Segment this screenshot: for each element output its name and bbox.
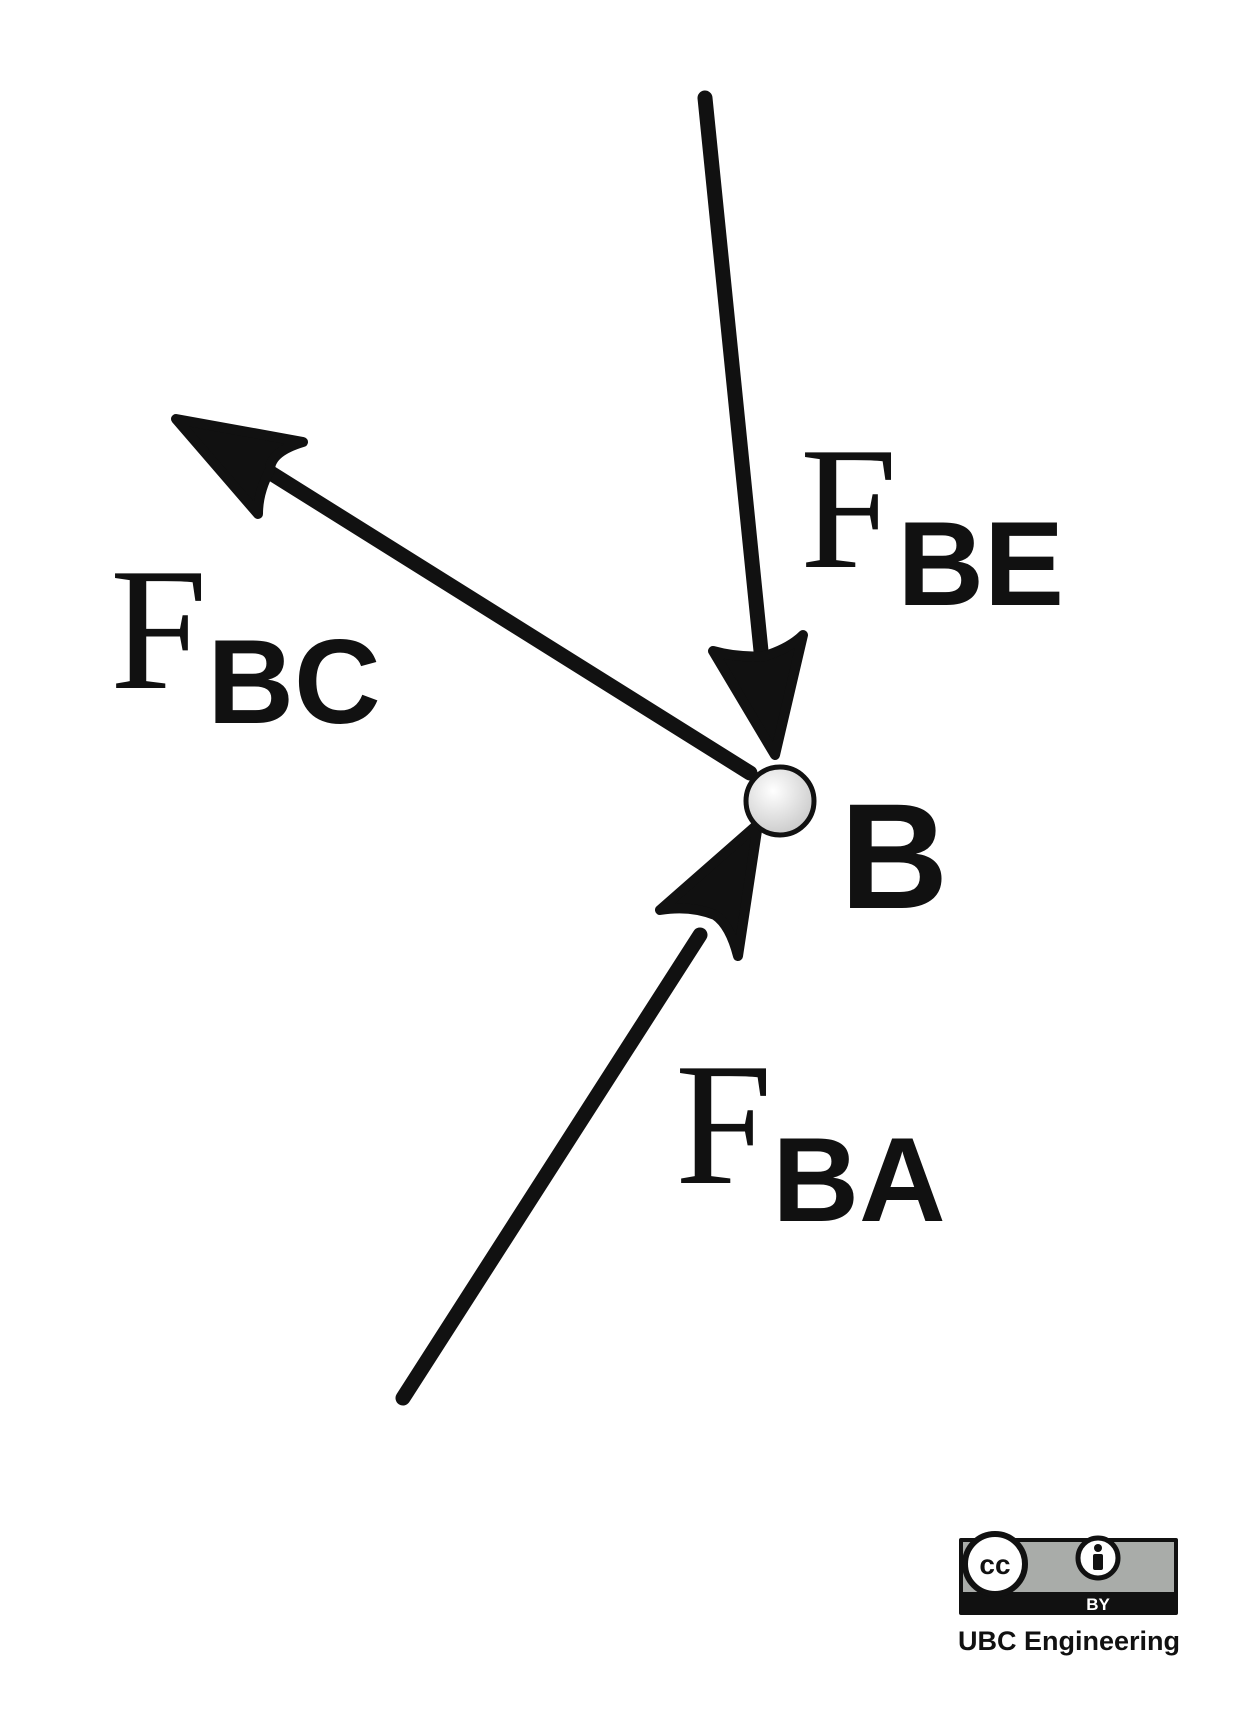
force-be-shaft <box>697 90 776 728</box>
credit-text: UBC Engineering <box>958 1626 1180 1656</box>
force-bc-arrowhead <box>171 414 308 519</box>
force-be-arrow <box>697 90 808 760</box>
force-ba-arrowhead <box>655 819 763 961</box>
cc-icon-text: cc <box>979 1549 1010 1580</box>
force-ba-symbol: F <box>675 1027 772 1221</box>
force-ba-arrow <box>395 819 763 1406</box>
joint-b-label: B <box>840 772 948 940</box>
force-be-symbol: F <box>800 411 897 605</box>
force-ba-shaft <box>395 927 708 1406</box>
force-bc-arrow <box>171 414 758 781</box>
cc-icon <box>962 1531 1028 1597</box>
force-be-arrowhead <box>708 630 808 760</box>
cc-by-badge: cc BY <box>959 1531 1178 1615</box>
joint-b-node <box>743 764 817 838</box>
force-be-subscript: BE <box>897 497 1064 631</box>
attribution-icon <box>1075 1535 1121 1581</box>
force-bc-symbol: F <box>110 532 207 726</box>
force-bc-shaft <box>250 457 758 781</box>
force-be-label: FBE <box>800 411 1064 631</box>
force-ba-label: FBA <box>675 1027 946 1247</box>
badge-by-text: BY <box>1086 1595 1110 1614</box>
force-bc-label: FBC <box>110 532 381 749</box>
force-bc-subscript: BC <box>207 615 380 749</box>
force-ba-subscript: BA <box>772 1113 945 1247</box>
